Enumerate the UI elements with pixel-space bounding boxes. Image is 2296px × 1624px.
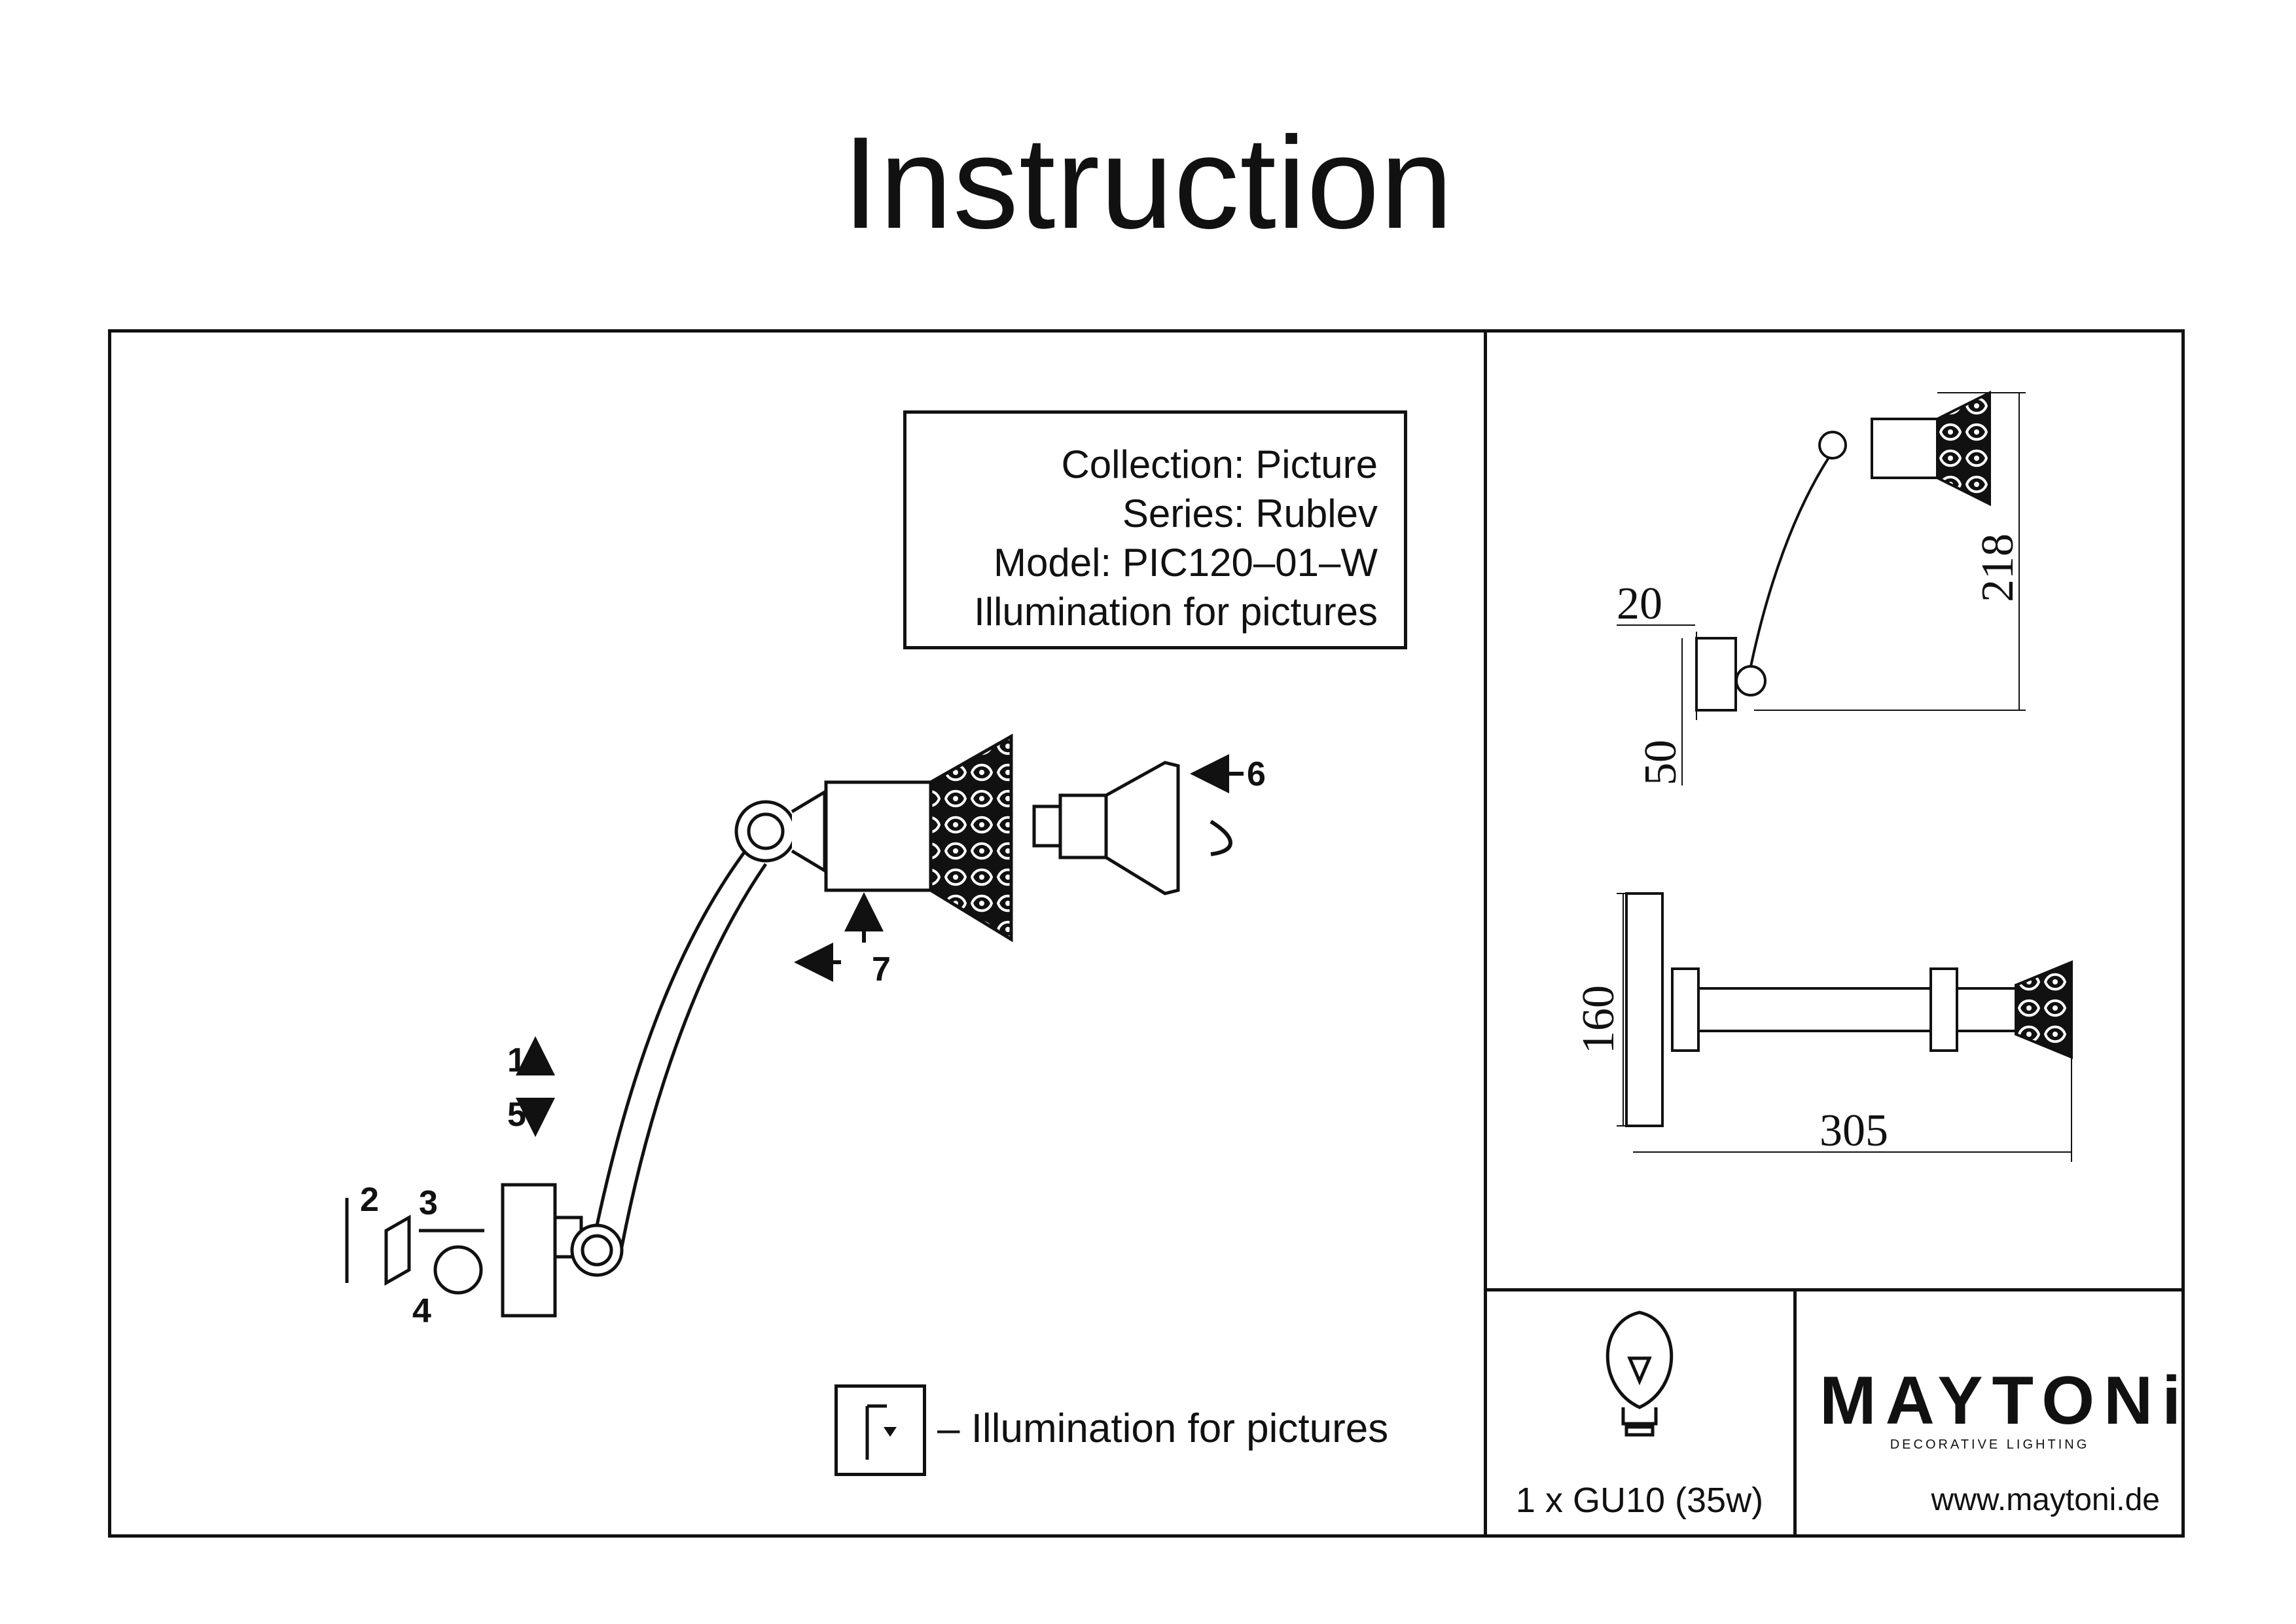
wall-mount-box bbox=[501, 1183, 557, 1318]
frame-divider-vertical bbox=[1484, 329, 1487, 1538]
frame-divider-footer bbox=[1793, 1288, 1797, 1538]
lower-joint bbox=[570, 1223, 624, 1277]
top-arm bbox=[1698, 987, 1931, 1032]
dim-label-50: 50 bbox=[1636, 740, 1686, 785]
dim-label-160: 160 bbox=[1573, 985, 1624, 1054]
mount-plate bbox=[384, 1214, 411, 1286]
upper-joint-inner bbox=[747, 812, 785, 850]
length-dimension bbox=[1633, 1054, 2072, 1162]
top-shade bbox=[2015, 960, 2073, 1059]
side-lower-joint bbox=[1735, 665, 1767, 696]
side-view-labels: 20 218 50 bbox=[1617, 533, 2023, 785]
rotate-arrow-6 bbox=[1210, 820, 1232, 856]
step-labels: 7 6 1 5 2 3 4 bbox=[360, 755, 1266, 1330]
exploded-lamp-view bbox=[345, 733, 1180, 1318]
drawing-frame bbox=[108, 329, 2185, 1538]
arm-back bbox=[595, 840, 754, 1226]
step-label-4: 4 bbox=[412, 1292, 431, 1330]
bulb-pins bbox=[1032, 804, 1062, 848]
assembly-arrows bbox=[516, 754, 1244, 1137]
lower-joint-inner bbox=[581, 1234, 613, 1267]
gu10-bulb bbox=[1104, 761, 1180, 895]
top-mount-clip bbox=[1671, 967, 1700, 1052]
side-mount bbox=[1695, 637, 1737, 712]
brand-logo: MAYTONi bbox=[1820, 1363, 2191, 1439]
width-dimension bbox=[1617, 893, 1649, 1127]
dim-label-305: 305 bbox=[1820, 1106, 1888, 1156]
side-shade bbox=[1936, 390, 1991, 507]
top-joint bbox=[1929, 967, 1958, 1052]
bulb-base bbox=[1058, 793, 1108, 859]
bulb-spec: 1 x GU10 (35w) bbox=[1515, 1481, 1764, 1520]
side-view bbox=[1617, 390, 2026, 785]
legend-text: – Illumination for pictures bbox=[937, 1406, 1389, 1451]
side-arm bbox=[1749, 450, 1834, 667]
step-label-6: 6 bbox=[1247, 755, 1266, 793]
website-link[interactable]: www.maytoni.de bbox=[1931, 1483, 2160, 1517]
product-info-box: Collection: Picture Series: Rublev Model… bbox=[903, 410, 1407, 649]
arm-front bbox=[620, 863, 768, 1248]
picture-light-icon bbox=[834, 1384, 926, 1476]
collection-text: Collection: Picture bbox=[1061, 442, 1378, 486]
lace-shade bbox=[929, 733, 1013, 943]
upper-joint bbox=[734, 800, 797, 863]
top-view-labels: 160 305 bbox=[1573, 985, 1888, 1156]
series-text: Series: Rublev bbox=[1122, 492, 1378, 535]
model-text: Model: PIC120–01–W bbox=[994, 541, 1378, 585]
step-label-2: 2 bbox=[360, 1181, 379, 1219]
purpose-text: Illumination for pictures bbox=[974, 590, 1378, 634]
top-view bbox=[1617, 892, 2073, 1162]
step-label-3: 3 bbox=[419, 1184, 438, 1222]
dim-label-20: 20 bbox=[1617, 579, 1662, 629]
page-title: Instruction bbox=[842, 110, 1454, 256]
step-label-7: 7 bbox=[872, 950, 891, 988]
top-holder bbox=[1956, 987, 2017, 1032]
step-label-5: 5 bbox=[507, 1096, 526, 1134]
lamp-holder bbox=[824, 780, 933, 892]
side-holder bbox=[1871, 418, 1939, 479]
dim-label-218: 218 bbox=[1973, 533, 2023, 602]
frame-divider-horizontal bbox=[1484, 1288, 2185, 1291]
top-backplate bbox=[1625, 892, 1664, 1127]
height-dimension bbox=[1754, 392, 2026, 711]
side-upper-joint bbox=[1818, 431, 1847, 460]
holder-neck bbox=[791, 789, 827, 874]
offset-dimension bbox=[1617, 624, 1697, 785]
brand-tagline: DECORATIVE LIGHTING bbox=[1890, 1437, 2090, 1452]
terminal-block bbox=[433, 1245, 483, 1295]
light-bulb-icon bbox=[1605, 1310, 1674, 1437]
step-label-1: 1 bbox=[507, 1041, 526, 1079]
